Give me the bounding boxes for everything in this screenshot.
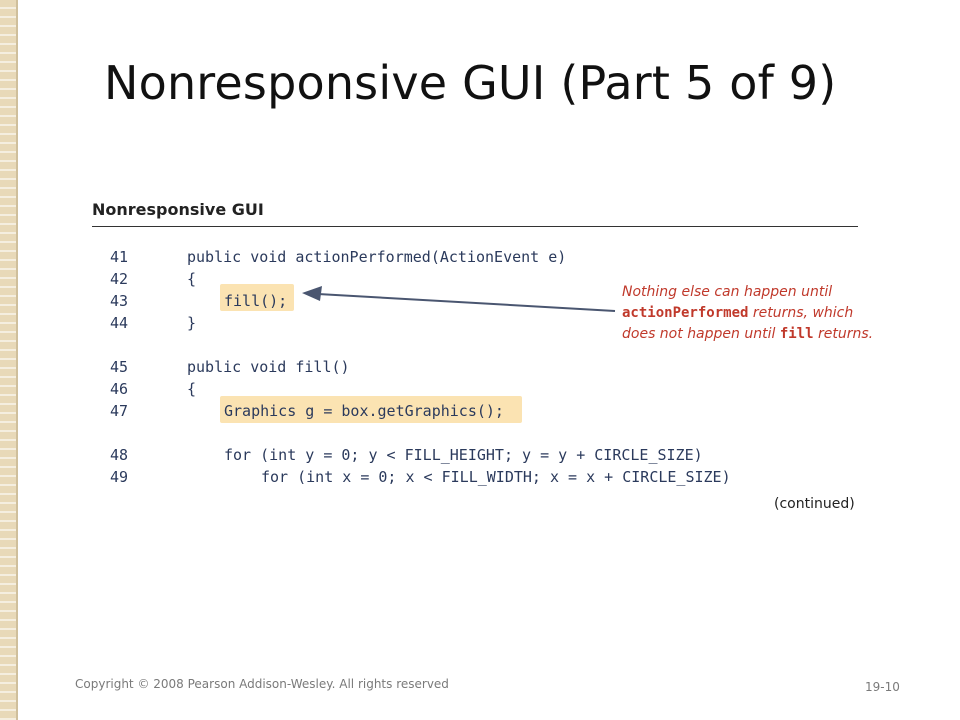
- figure-title: Nonresponsive GUI: [92, 200, 264, 219]
- code-line: fill();: [224, 292, 288, 310]
- page-number: 19-10: [865, 680, 900, 694]
- annotation-text: returns.: [813, 326, 874, 342]
- code-line: {: [187, 380, 197, 398]
- annotation-text: Nothing else can happen until: [622, 284, 833, 300]
- highlight-get-graphics: [220, 396, 522, 423]
- code-line: public void actionPerformed(ActionEvent …: [187, 248, 567, 266]
- line-number: 44: [110, 314, 129, 332]
- figure-title-rule: [92, 226, 858, 227]
- line-number: 46: [110, 380, 129, 398]
- annotation-text: returns, which does not happen until: [622, 305, 854, 342]
- line-number: 41: [110, 248, 129, 266]
- decorative-side-line: [16, 0, 18, 720]
- decorative-side-strip: [0, 0, 16, 720]
- line-number: 42: [110, 270, 129, 288]
- footer-copyright: Copyright © 2008 Pearson Addison-Wesley.…: [75, 677, 449, 691]
- highlight-fill-call: [220, 284, 294, 311]
- code-line: for (int x = 0; x < FILL_WIDTH; x = x + …: [261, 468, 731, 486]
- code-line: {: [187, 270, 197, 288]
- annotation-code: actionPerformed: [622, 305, 749, 321]
- line-number: 47: [110, 402, 129, 420]
- code-line: public void fill(): [187, 358, 350, 376]
- code-line: for (int y = 0; y < FILL_HEIGHT; y = y +…: [224, 446, 703, 464]
- annotation-callout: Nothing else can happen until actionPerfo…: [622, 282, 882, 345]
- continued-label: (continued): [774, 496, 855, 512]
- line-number: 43: [110, 292, 129, 310]
- code-line: Graphics g = box.getGraphics();: [224, 402, 504, 420]
- code-line: }: [187, 314, 197, 332]
- line-number: 49: [110, 468, 129, 486]
- line-number: 48: [110, 446, 129, 464]
- line-number: 45: [110, 358, 129, 376]
- slide-title: Nonresponsive GUI (Part 5 of 9): [104, 56, 837, 110]
- annotation-code: fill: [779, 326, 814, 342]
